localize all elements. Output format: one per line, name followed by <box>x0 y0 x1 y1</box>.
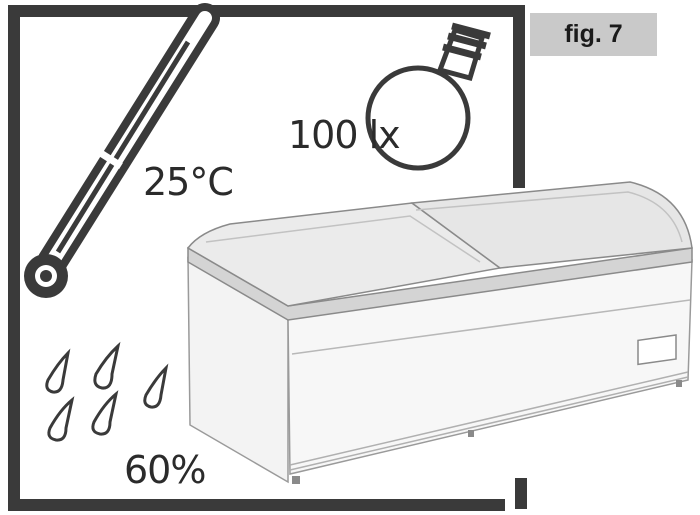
water-drop-icon <box>45 341 169 442</box>
thermometer-icon <box>24 3 220 298</box>
figure-label: fig. 7 <box>530 13 657 56</box>
light-bulb-icon <box>365 22 491 171</box>
temperature-label: 25°C <box>143 160 234 204</box>
frame-icon <box>8 5 527 511</box>
humidity-label: 60% <box>124 448 206 492</box>
chest-freezer-icon <box>186 181 693 484</box>
illumination-label: 100 lx <box>288 113 401 157</box>
